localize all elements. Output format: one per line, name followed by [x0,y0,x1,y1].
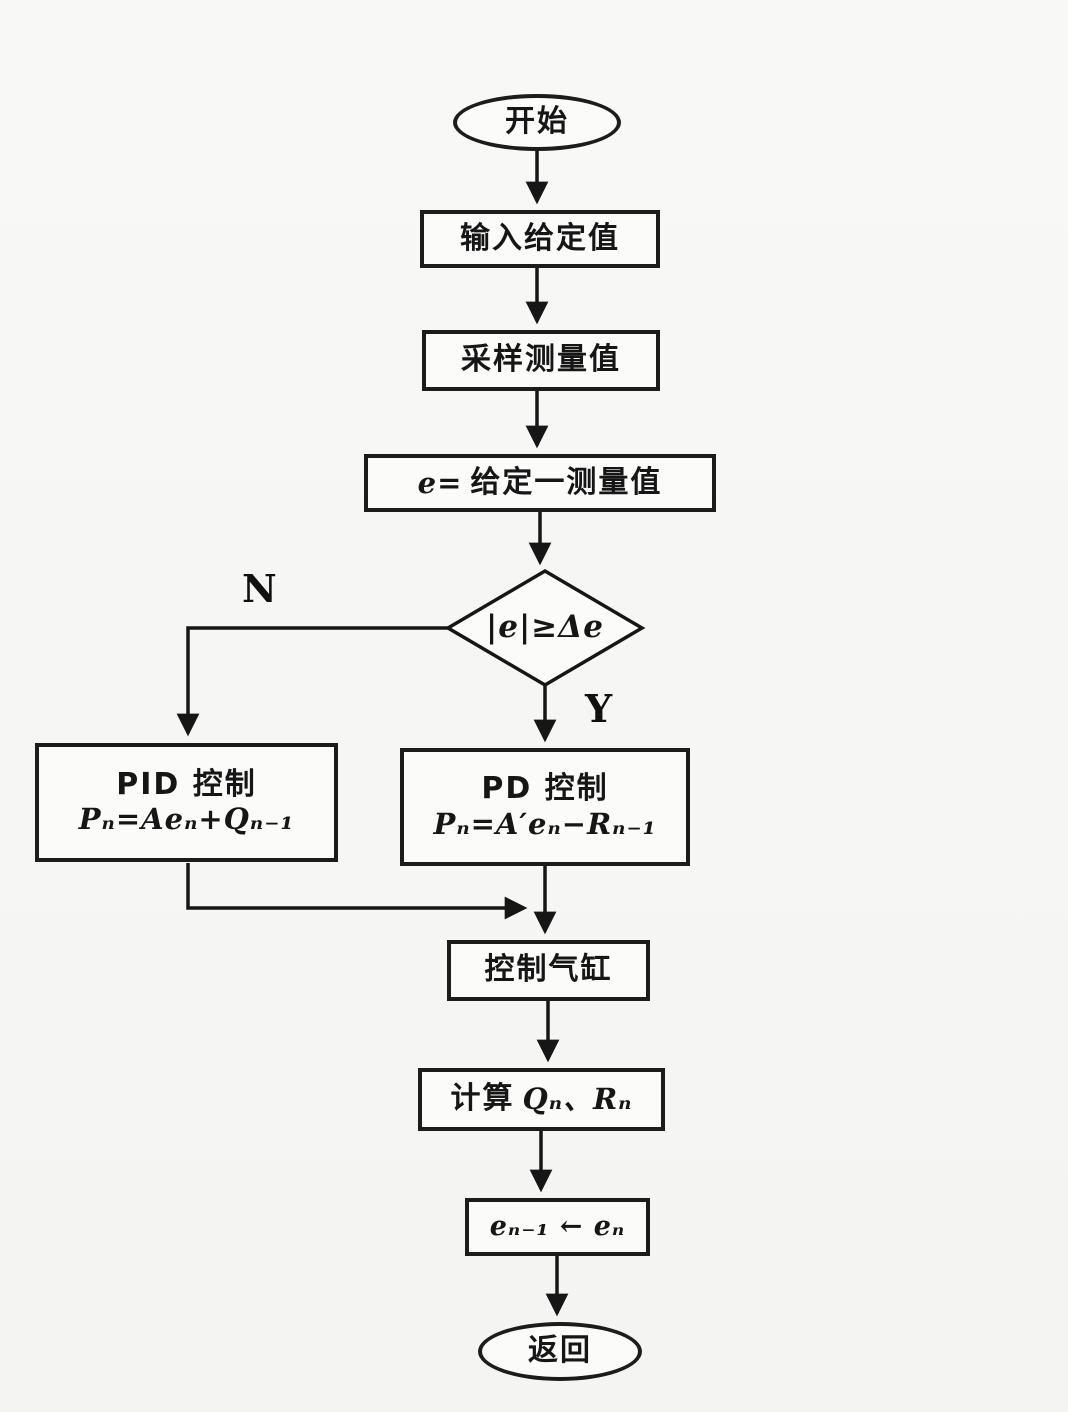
end-node: 返回 [478,1322,642,1381]
start-node: 开始 [453,94,621,151]
calculate-math: Qₙ、Rₙ [522,1082,633,1117]
branch-yes-label: Y [585,686,613,731]
sample-measurement-node: 采样测量值 [422,330,660,391]
start-label: 开始 [505,104,569,140]
error-equation-text: 给定一测量值 [470,464,663,500]
pd-control-node: PD 控制 Pₙ=A′eₙ−Rₙ₋₁ [400,748,690,866]
pid-control-title: PID 控制 [116,766,257,802]
update-error-node: eₙ₋₁ ← eₙ [465,1198,650,1256]
decision-node: |e|≥Δe [448,601,642,655]
input-setpoint-label: 输入给定值 [460,220,620,256]
end-label: 返回 [528,1333,592,1369]
update-error-label: eₙ₋₁ ← eₙ [489,1210,626,1242]
decision-diamond-shape [444,568,646,688]
sample-measurement-label: 采样测量值 [461,342,621,378]
pd-control-title: PD 控制 [481,771,609,807]
error-equation-node: e= 给定一测量值 [364,454,716,512]
calculate-prefix: 计算 [450,1081,515,1117]
pd-control-formula: Pₙ=A′eₙ−Rₙ₋₁ [433,806,657,841]
control-cylinder-label: 控制气缸 [484,952,613,988]
input-setpoint-node: 输入给定值 [420,210,660,268]
decision-label: |e|≥Δe [485,609,605,646]
arrow-pid-merge [186,863,528,920]
calculate-node: 计算 Qₙ、Rₙ [418,1068,665,1131]
pid-control-formula: Pₙ=Aeₙ+Qₙ₋₁ [78,802,295,837]
pid-control-node: PID 控制 Pₙ=Aeₙ+Qₙ₋₁ [35,743,338,862]
branch-no-label: N [242,566,277,611]
error-equation-row: e= 给定一测量值 [417,464,663,501]
error-equation-var: e= [417,465,463,500]
control-cylinder-node: 控制气缸 [447,940,650,1001]
calculate-row: 计算 Qₙ、Rₙ [451,1082,633,1117]
branch-no-line [176,626,448,737]
